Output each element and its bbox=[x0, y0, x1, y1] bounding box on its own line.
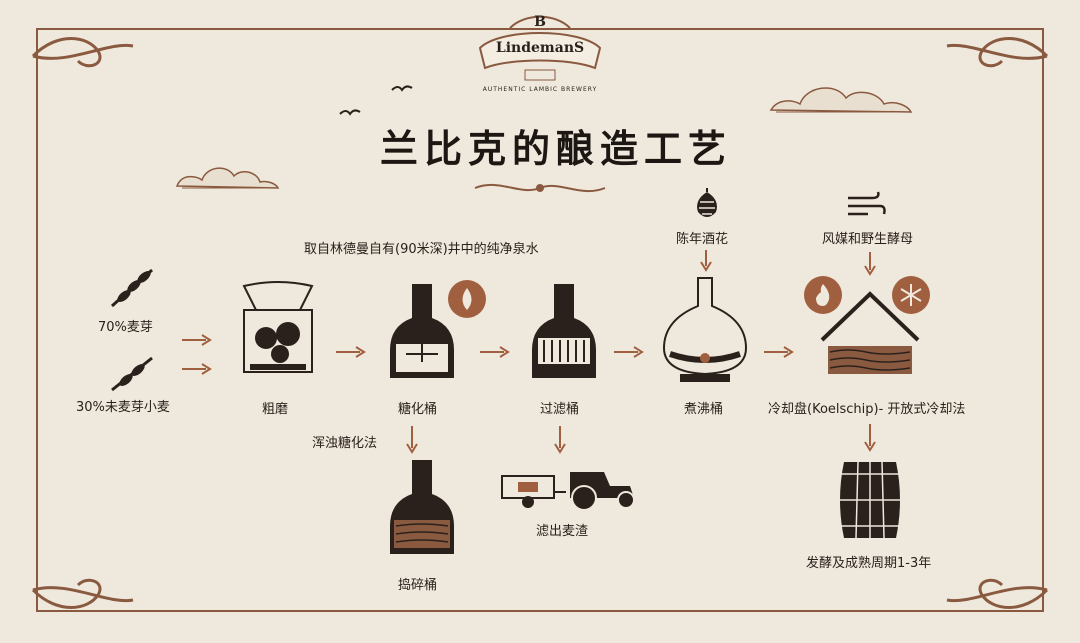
brand-name: LindemanS bbox=[492, 40, 588, 56]
corner-ornament-top-left bbox=[28, 26, 138, 86]
flow-arrow-down bbox=[404, 424, 420, 454]
wheat-icon bbox=[106, 350, 160, 394]
crusher-label: 捣碎桶 bbox=[398, 574, 437, 593]
tractor-icon bbox=[500, 456, 640, 512]
svg-text:B: B bbox=[534, 14, 546, 30]
fermentation-label: 发酵及成熟周期1-3年 bbox=[806, 552, 931, 571]
boil-kettle-icon bbox=[660, 276, 750, 386]
turbid-mash-label: 浑浊糖化法 bbox=[312, 432, 377, 451]
spent-grain-label: 滤出麦渣 bbox=[536, 520, 588, 539]
malt-label: 70%麦芽 bbox=[98, 316, 153, 335]
mash-tun-label: 糖化桶 bbox=[398, 398, 437, 417]
cloud-icon bbox=[766, 78, 916, 118]
flow-arrow-down bbox=[698, 248, 714, 272]
lauter-tun-icon bbox=[528, 282, 600, 382]
water-drop-icon bbox=[448, 280, 486, 318]
hop-icon bbox=[692, 186, 722, 222]
title-ornament bbox=[470, 176, 610, 200]
corner-ornament-top-right bbox=[942, 26, 1052, 86]
crusher-icon bbox=[386, 458, 458, 558]
boil-kettle-label: 煮沸桶 bbox=[684, 398, 723, 417]
flow-arrow-down bbox=[862, 422, 878, 452]
corner-ornament-bottom-right bbox=[942, 560, 1052, 620]
flow-arrow bbox=[180, 362, 212, 376]
water-source-label: 取自林德曼自有(90米深)井中的纯净泉水 bbox=[304, 238, 539, 257]
page-title: 兰比克的酿造工艺 bbox=[380, 118, 732, 173]
corner-ornament-bottom-left bbox=[28, 560, 138, 620]
milling-label: 粗磨 bbox=[262, 398, 288, 417]
flow-arrow bbox=[180, 333, 212, 347]
flow-arrow bbox=[478, 345, 510, 359]
flow-arrow-down bbox=[552, 424, 568, 454]
lauter-tun-label: 过滤桶 bbox=[540, 398, 579, 417]
aged-hops-label: 陈年酒花 bbox=[676, 228, 728, 247]
wheat-label: 30%未麦芽小麦 bbox=[76, 396, 170, 415]
flow-arrow-down bbox=[862, 250, 878, 276]
brand-tagline: AUTHENTIC LAMBIC BREWERY bbox=[460, 86, 620, 93]
cloud-icon bbox=[172, 158, 282, 192]
wind-icon bbox=[846, 190, 886, 220]
mill-icon bbox=[240, 280, 316, 380]
flow-arrow bbox=[762, 345, 794, 359]
flow-arrow bbox=[612, 345, 644, 359]
flow-arrow bbox=[334, 345, 366, 359]
wind-yeast-label: 风媒和野生酵母 bbox=[822, 228, 913, 247]
koelschip-icon bbox=[818, 290, 922, 380]
cooling-label: 冷却盘(Koelschip)- 开放式冷却法 bbox=[768, 398, 965, 417]
barrel-icon bbox=[836, 458, 904, 542]
wheat-icon bbox=[106, 262, 160, 312]
